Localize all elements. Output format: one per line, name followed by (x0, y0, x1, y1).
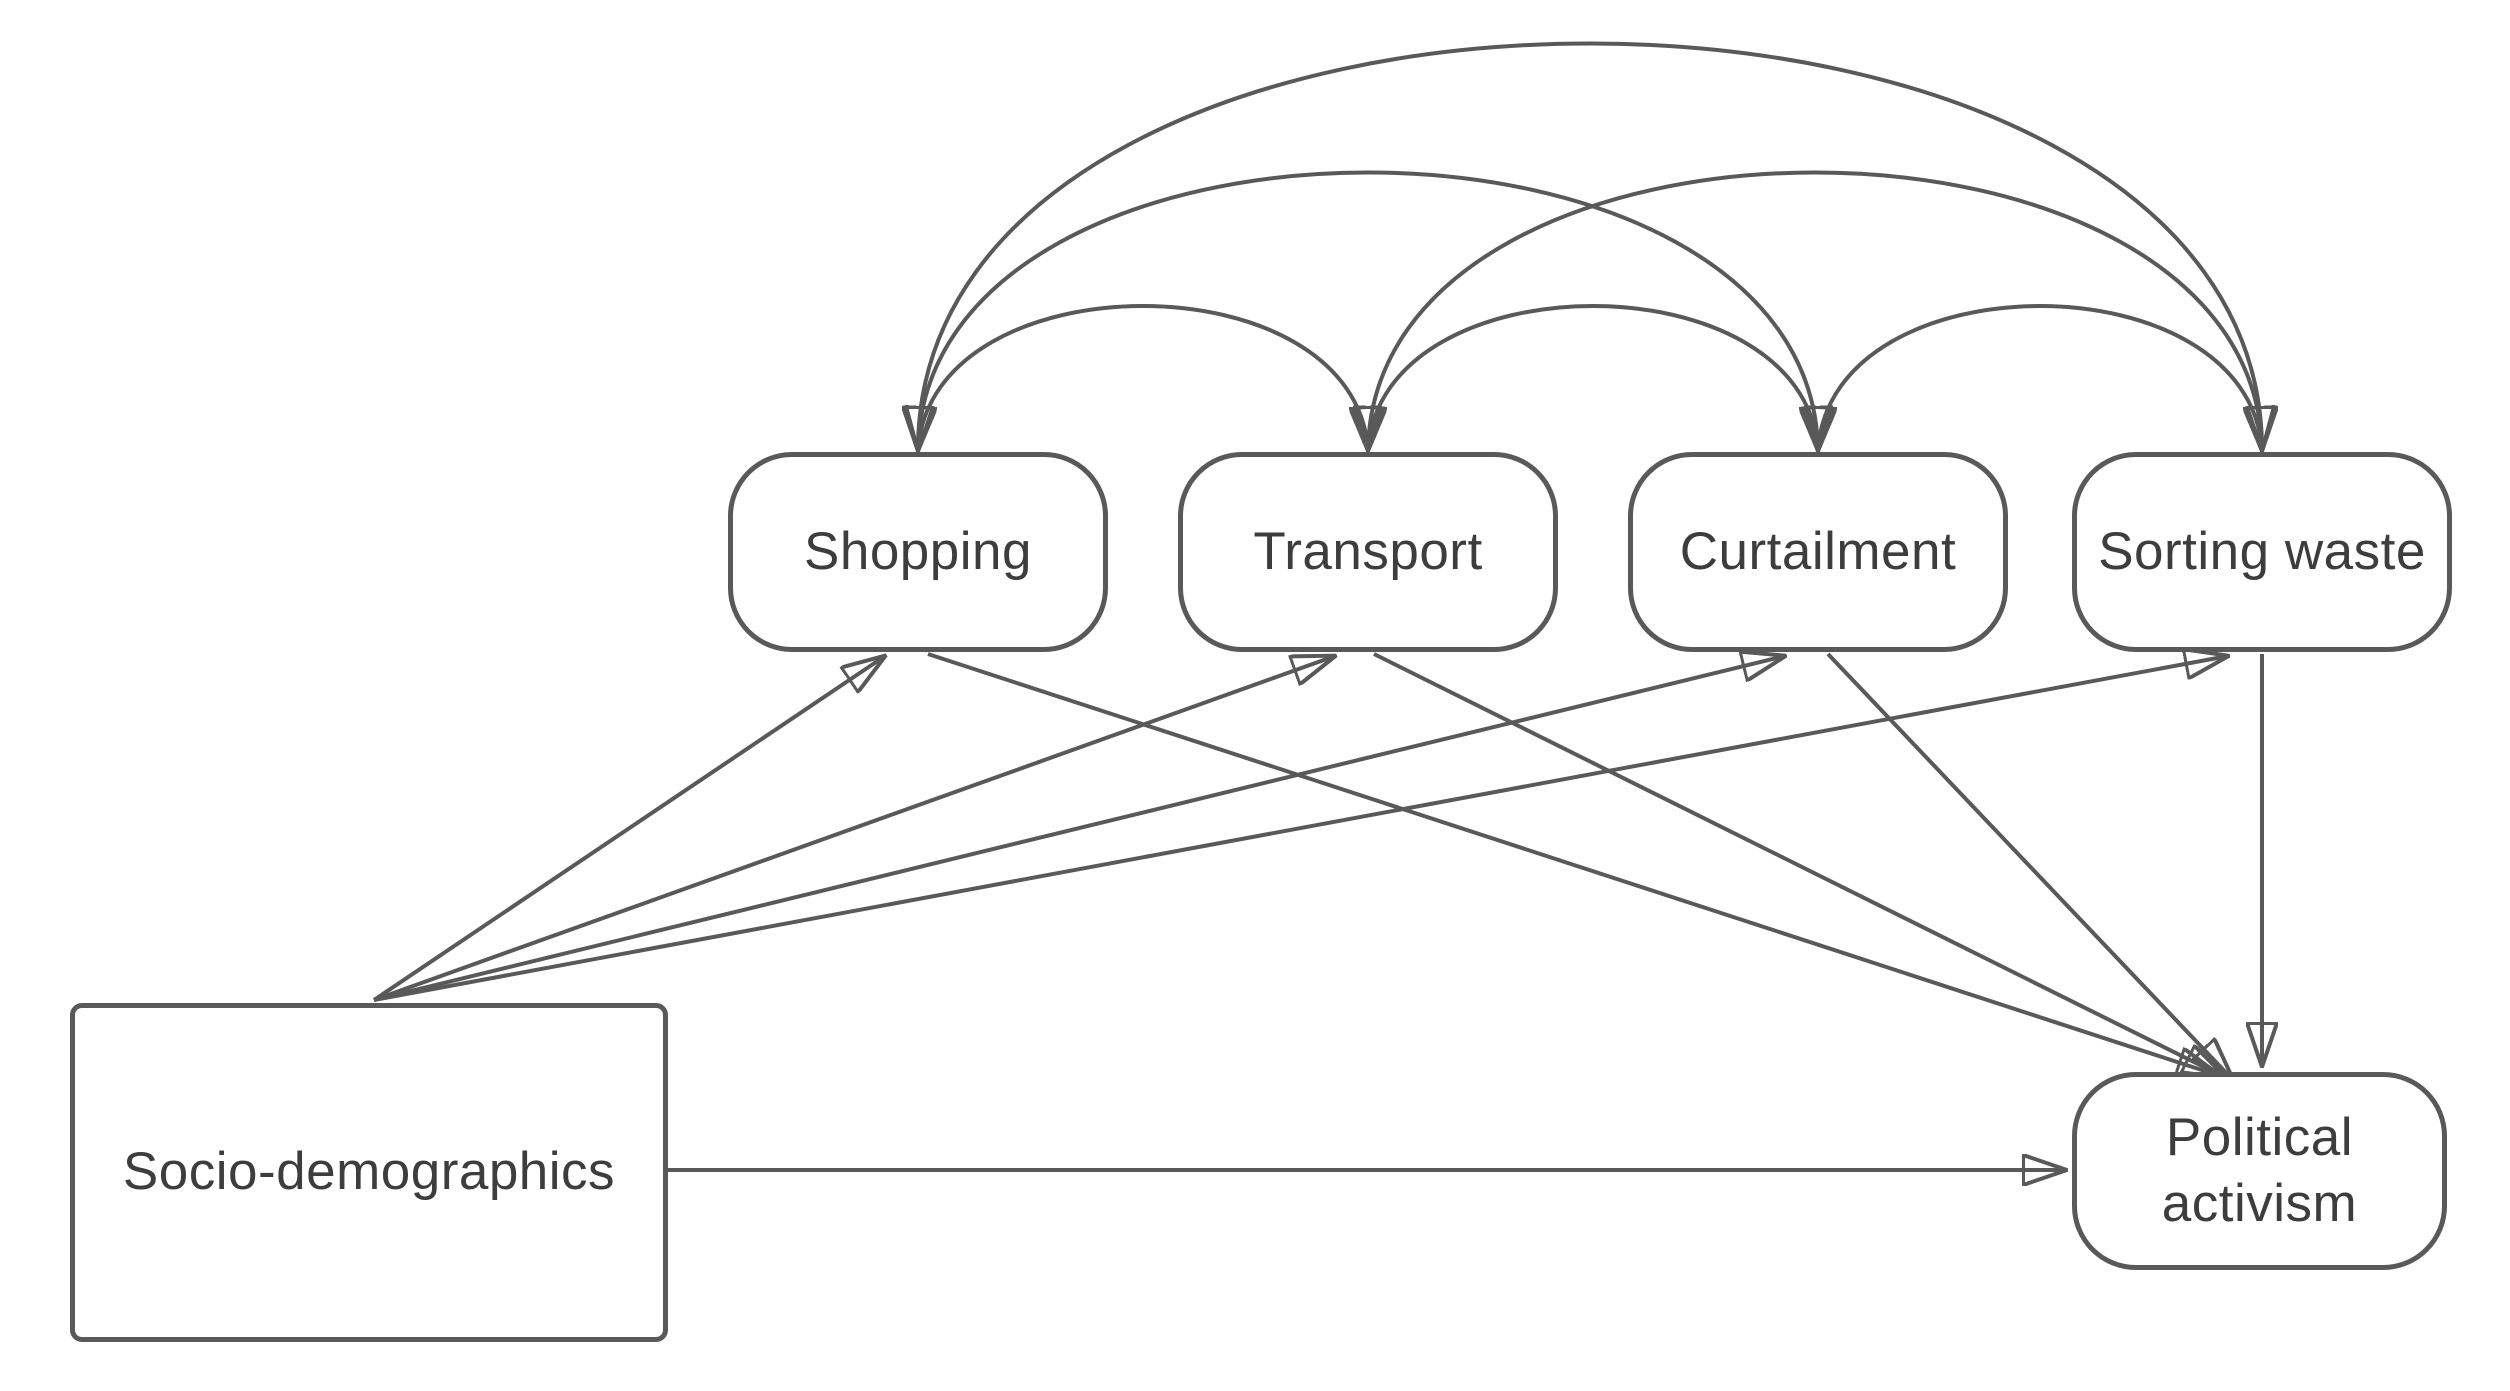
edge-transport-curtailment (1368, 304, 1818, 450)
edge-shopping-transport (918, 304, 1368, 450)
edge-socio-demographics-sorting-waste (373, 656, 2228, 1002)
node-sorting-waste: Sorting waste (2072, 452, 2452, 652)
node-socio-demographics: Socio-demographics (70, 1003, 668, 1342)
node-socio-demographics-label: Socio-demographics (122, 1142, 616, 1202)
node-curtailment: Curtailment (1628, 452, 2008, 652)
edge-transport-political-activism (1373, 652, 2226, 1078)
edge-shopping-sorting-waste (918, 41, 2262, 451)
node-sorting-waste-label: Sorting waste (2098, 521, 2426, 581)
node-transport: Transport (1178, 452, 1558, 652)
edge-shopping-curtailment (918, 170, 1818, 451)
edge-socio-demographics-curtailment (373, 656, 1785, 1002)
node-shopping: Shopping (728, 452, 1108, 652)
edge-curtailment-sorting-waste (1818, 304, 2262, 450)
node-transport-label: Transport (1253, 521, 1483, 581)
node-curtailment-label: Curtailment (1679, 521, 1957, 581)
edge-shopping-political-activism (927, 652, 2220, 1076)
node-political-activism-label: Political activism (2161, 1107, 2358, 1233)
edge-socio-demographics-shopping (372, 656, 885, 1002)
node-shopping-label: Shopping (804, 521, 1032, 581)
node-political-activism: Political activism (2072, 1072, 2447, 1270)
edge-curtailment-political-activism (1826, 652, 2233, 1080)
edge-transport-sorting-waste (1368, 170, 2262, 451)
edge-socio-demographics-transport (373, 656, 1335, 1002)
